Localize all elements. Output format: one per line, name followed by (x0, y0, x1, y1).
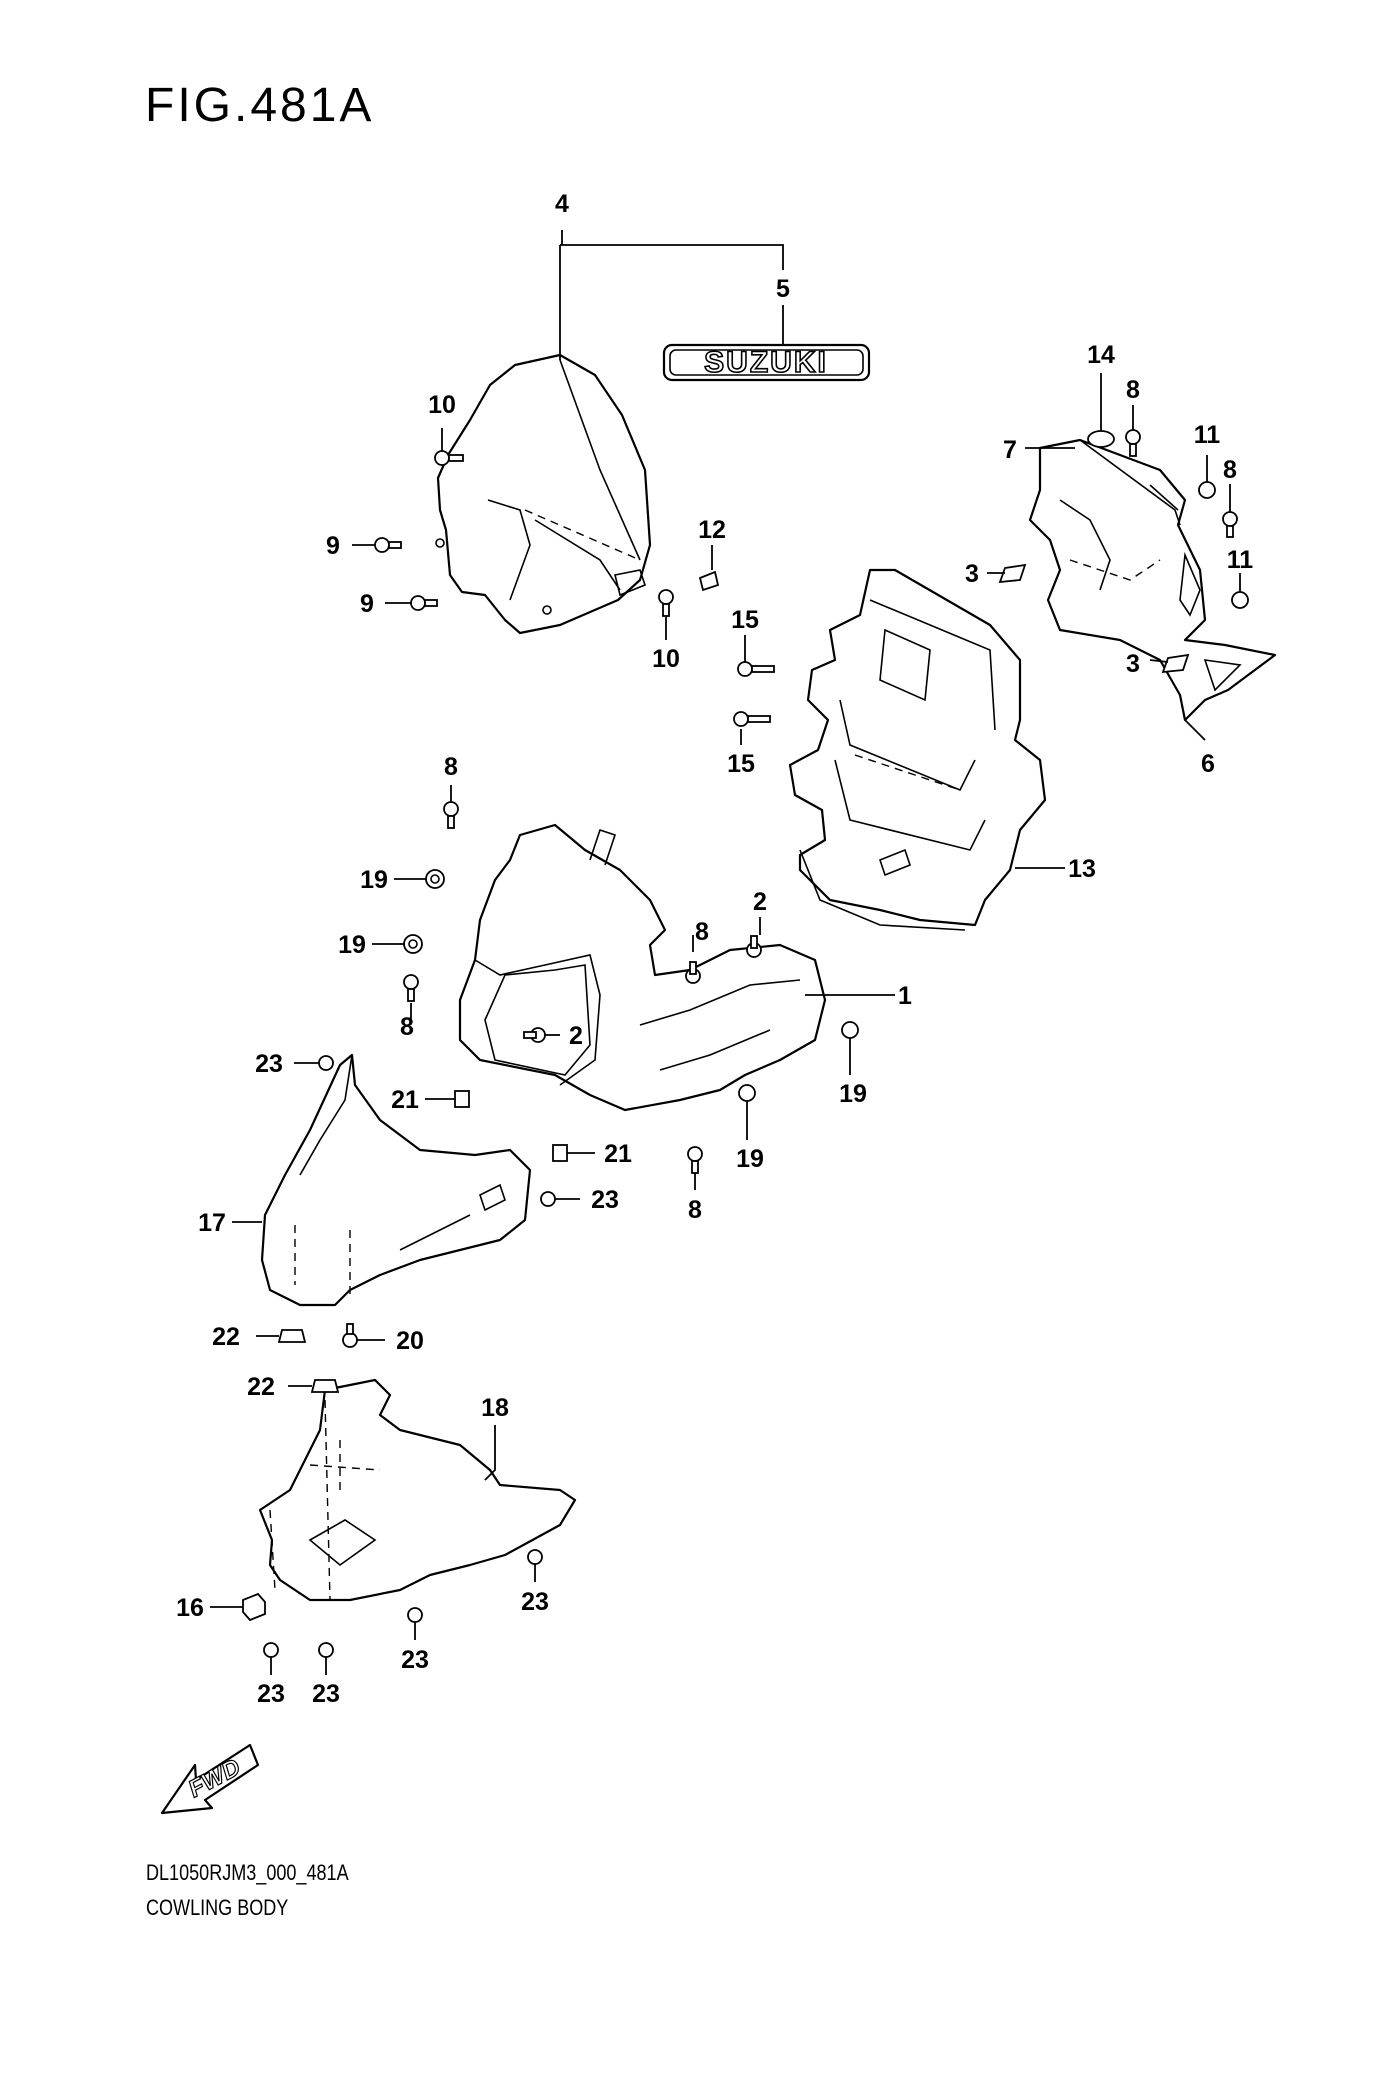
callout-19: 19 (338, 931, 366, 959)
grommet-icon (841, 1021, 859, 1039)
callout-3: 3 (965, 560, 979, 588)
bolt-icon (687, 1146, 703, 1174)
callout-10: 10 (428, 391, 456, 419)
callout-23: 23 (521, 1588, 549, 1616)
callout-23: 23 (312, 1680, 340, 1708)
callout-19: 19 (360, 866, 388, 894)
callout-8: 8 (695, 918, 709, 946)
callout-6: 6 (1201, 750, 1215, 778)
callout-1: 1 (898, 982, 912, 1010)
callout-8: 8 (1126, 376, 1140, 404)
screw-icon (374, 537, 402, 553)
screw-icon (318, 1642, 334, 1658)
clip-icon (454, 1090, 470, 1108)
clip-icon (552, 1144, 568, 1162)
screw-icon (527, 1549, 543, 1565)
bolt-icon (737, 661, 775, 677)
undercover-part (258, 1378, 577, 1602)
screw-icon (318, 1055, 334, 1071)
callout-13: 13 (1068, 855, 1096, 883)
callout-23: 23 (591, 1186, 619, 1214)
forward-direction-arrow: FWD (160, 1743, 260, 1815)
callout-8: 8 (444, 753, 458, 781)
cowling-body-part (458, 823, 827, 1112)
screw-icon (263, 1642, 279, 1658)
callout-2: 2 (753, 888, 767, 916)
bolt-icon (658, 589, 674, 617)
callout-4: 4 (555, 190, 569, 218)
callout-8: 8 (1223, 456, 1237, 484)
callout-11: 11 (1227, 546, 1254, 574)
inner-panel-part (1028, 438, 1277, 722)
front-beak-part (260, 1053, 532, 1307)
callout-23: 23 (257, 1680, 285, 1708)
suzuki-emblem: SUZUKI (662, 343, 871, 382)
pad-icon (998, 563, 1027, 584)
callout-14: 14 (1087, 341, 1115, 369)
screw-icon (410, 595, 438, 611)
leader-lines (210, 230, 1241, 1675)
callout-19: 19 (736, 1145, 764, 1173)
nut-icon (1231, 591, 1249, 609)
callout-9: 9 (326, 532, 340, 560)
callout-15: 15 (731, 606, 759, 634)
emblem-text: SUZUKI (704, 346, 828, 379)
fwd-label: FWD (184, 1754, 245, 1803)
grommet-icon (738, 1084, 756, 1102)
callout-3: 3 (1126, 650, 1140, 678)
callout-11: 11 (1194, 421, 1221, 449)
bolt-icon (685, 961, 701, 984)
screw-icon (342, 1323, 358, 1348)
screw-icon (407, 1607, 423, 1623)
callout-8: 8 (688, 1196, 702, 1224)
callout-8: 8 (400, 1013, 414, 1041)
windscreen-part (435, 353, 652, 635)
screw-icon (746, 935, 762, 958)
callout-21: 21 (391, 1086, 419, 1114)
callout-15: 15 (727, 750, 755, 778)
callout-2: 2 (569, 1022, 583, 1050)
grommet-icon (403, 934, 423, 954)
callout-22: 22 (212, 1323, 240, 1351)
screw-icon (540, 1191, 556, 1207)
callout-22: 22 (247, 1373, 275, 1401)
figure-title: FIG.481A (145, 79, 375, 132)
callout-21: 21 (604, 1140, 632, 1168)
nut-icon (310, 1379, 340, 1393)
callout-17: 17 (198, 1209, 226, 1237)
callout-labels: 4 5 10 9 9 12 10 14 8 7 11 8 3 11 15 3 6… (176, 190, 1253, 1708)
callout-20: 20 (396, 1327, 424, 1355)
figure-code: DL1050RJM3_000_481A (146, 1860, 349, 1885)
callout-16: 16 (176, 1594, 204, 1622)
callout-5: 5 (776, 275, 790, 303)
bolt-icon (1125, 429, 1141, 457)
callout-18: 18 (481, 1394, 509, 1422)
bolt-icon (733, 711, 771, 727)
pad-icon (1161, 653, 1190, 674)
callout-23: 23 (401, 1646, 429, 1674)
nut-icon (277, 1329, 307, 1343)
frame-bracket-part (788, 568, 1047, 931)
bolt-icon (443, 801, 459, 829)
block-icon (242, 1592, 266, 1622)
nut-icon (1198, 481, 1216, 499)
bolt-icon (1222, 511, 1238, 538)
callout-12: 12 (698, 516, 726, 544)
bolt-icon (403, 974, 419, 1002)
clip-icon (698, 570, 720, 592)
fasteners (242, 429, 1249, 1658)
grommet-icon (425, 869, 445, 889)
figure-name: COWLING BODY (146, 1895, 289, 1920)
callout-10: 10 (652, 645, 680, 673)
callout-9: 9 (360, 590, 374, 618)
grommet-icon (1087, 430, 1115, 448)
callout-7: 7 (1003, 436, 1017, 464)
callout-23: 23 (255, 1050, 283, 1078)
bolt-icon (434, 450, 464, 466)
callout-19: 19 (839, 1080, 867, 1108)
